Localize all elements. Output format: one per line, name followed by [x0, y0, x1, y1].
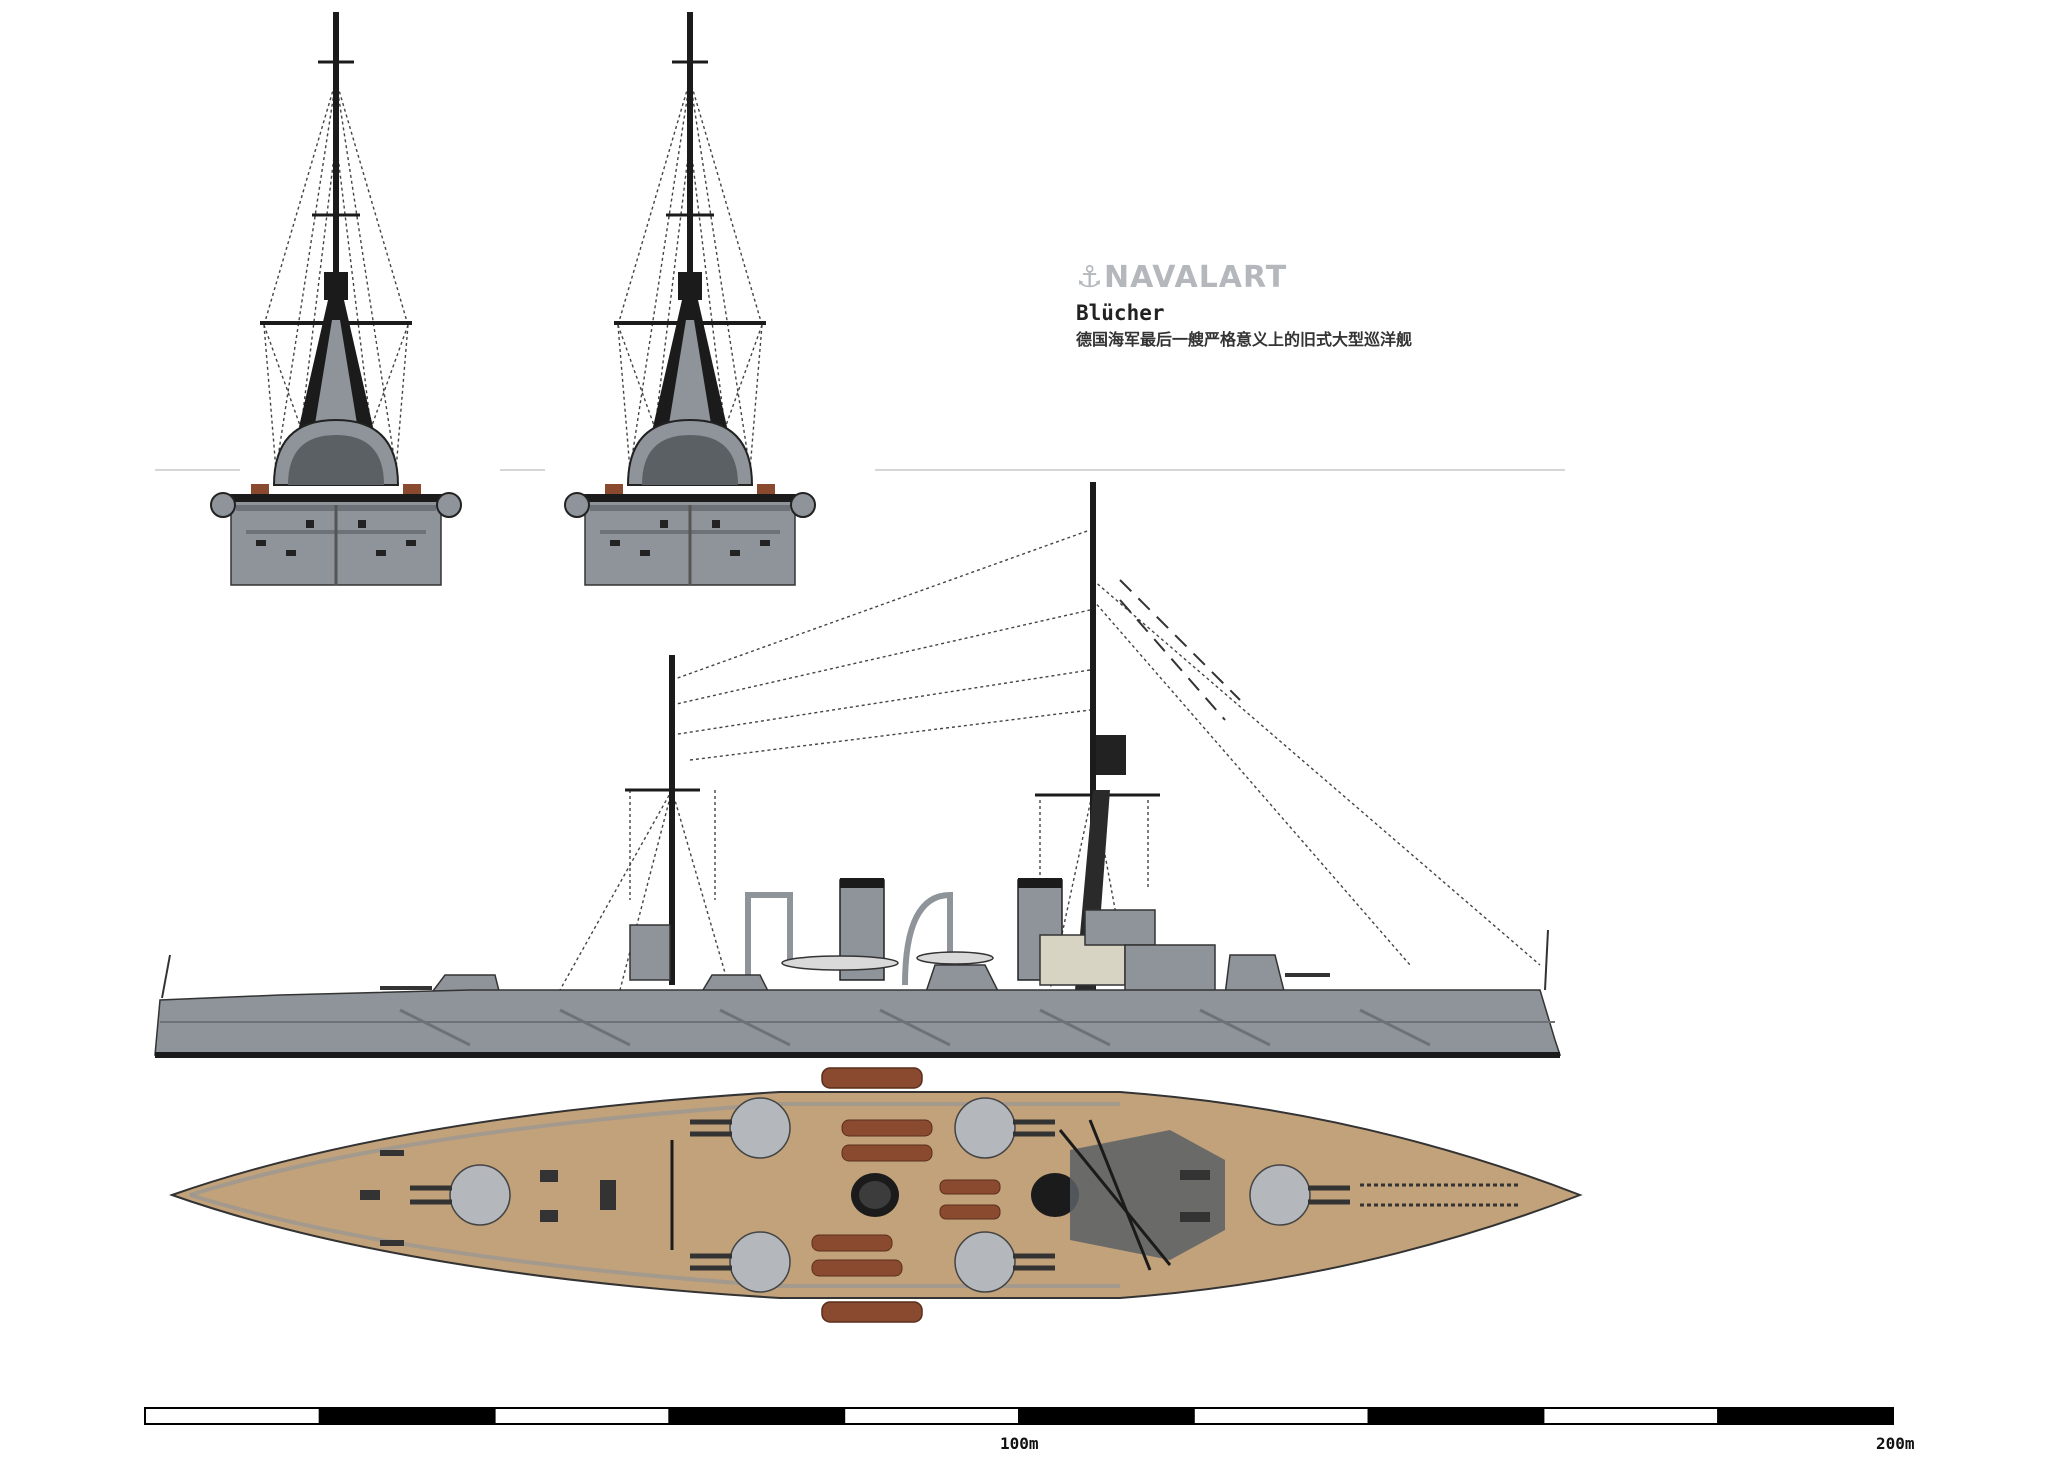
- title-block: ⚓NAVALART Blücher 德国海军最后一艘严格意义上的旧式大型巡洋舰: [1076, 258, 1476, 350]
- front-view-bow: [210, 12, 462, 586]
- ship-description: 德国海军最后一艘严格意义上的旧式大型巡洋舰: [1076, 330, 1413, 349]
- scale-segment: [843, 1407, 1021, 1425]
- anchor-icon: ⚓: [1076, 260, 1104, 295]
- scale-segment: [1717, 1407, 1894, 1425]
- front-view-stern: [564, 12, 816, 586]
- scale-segment: [318, 1407, 496, 1425]
- ship-name: Blücher: [1076, 301, 1165, 325]
- brand-logo-text: NAVALART: [1104, 260, 1288, 295]
- brand-logo: ⚓NAVALART: [1076, 258, 1476, 298]
- scale-segment: [1018, 1407, 1195, 1425]
- side-profile: [154, 482, 1562, 1058]
- scale-label-200m: 200m: [1876, 1434, 1915, 1453]
- scale-segment: [668, 1407, 846, 1425]
- scale-segment: [144, 1407, 321, 1425]
- scale-bar: [144, 1407, 1894, 1425]
- scale-segment: [1192, 1407, 1370, 1425]
- scale-segment: [1367, 1407, 1545, 1425]
- scale-segment: [1542, 1407, 1720, 1425]
- plan-view: [168, 1067, 1583, 1323]
- scale-label-100m: 100m: [1000, 1434, 1039, 1453]
- scale-segment: [493, 1407, 671, 1425]
